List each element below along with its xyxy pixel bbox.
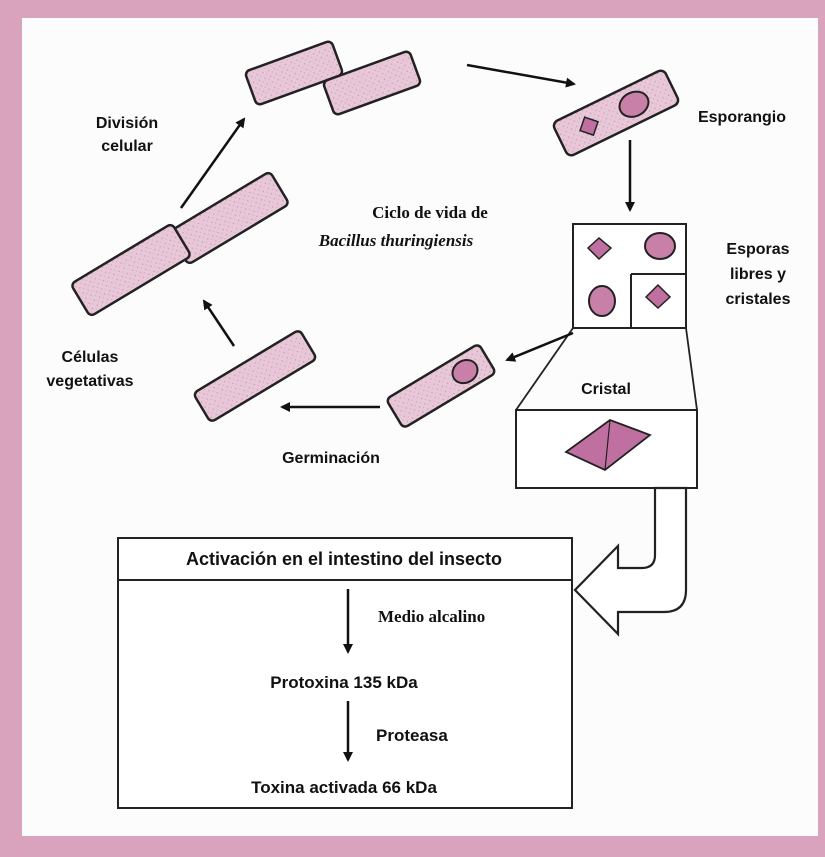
vegetative-cell (193, 330, 317, 422)
arrow-to-chain (202, 299, 236, 347)
label-sporangium: Esporangio (698, 109, 786, 126)
arrow-to-sporangium (466, 63, 576, 88)
label-cell-division-1: División (96, 115, 158, 132)
label-vegetative-1: Células (62, 349, 119, 366)
dividing-cell-left (244, 40, 344, 106)
diagram-title-line2: Bacillus thuringiensis (318, 231, 474, 250)
free-spore-1 (644, 232, 676, 260)
crystal-zoom-box (515, 409, 698, 489)
arrow-to-germination (505, 331, 574, 362)
activation-step-2: Proteasa (376, 726, 448, 745)
free-crystal-2 (644, 283, 672, 310)
activation-header: Activación en el intestino del insecto (186, 549, 502, 569)
cell-chain-lower (71, 223, 191, 317)
free-crystal-1 (586, 237, 613, 261)
dividing-cell-right (322, 50, 422, 116)
activation-step-1: Medio alcalino (378, 607, 485, 626)
sporangium-cell (552, 69, 680, 157)
diagram-title-line1: Ciclo de vida de (372, 203, 488, 222)
activation-intermediate: Protoxina 135 kDa (270, 673, 418, 692)
label-free-spores-3: cristales (726, 291, 791, 308)
activation-final: Toxina activada 66 kDa (251, 778, 437, 797)
activation-box (117, 537, 573, 809)
arrow-to-division (179, 117, 246, 209)
free-spores-box (572, 223, 687, 329)
label-vegetative-2: vegetativas (46, 373, 133, 390)
label-free-spores-1: Esporas (726, 241, 789, 258)
hollow-arrow (573, 486, 688, 637)
label-crystal: Cristal (581, 381, 631, 398)
label-free-spores-2: libres y (730, 266, 786, 283)
label-cell-division-2: celular (101, 138, 153, 155)
label-germination: Germinación (282, 450, 380, 467)
germinating-cell (386, 344, 496, 428)
free-spore-2 (588, 285, 616, 317)
